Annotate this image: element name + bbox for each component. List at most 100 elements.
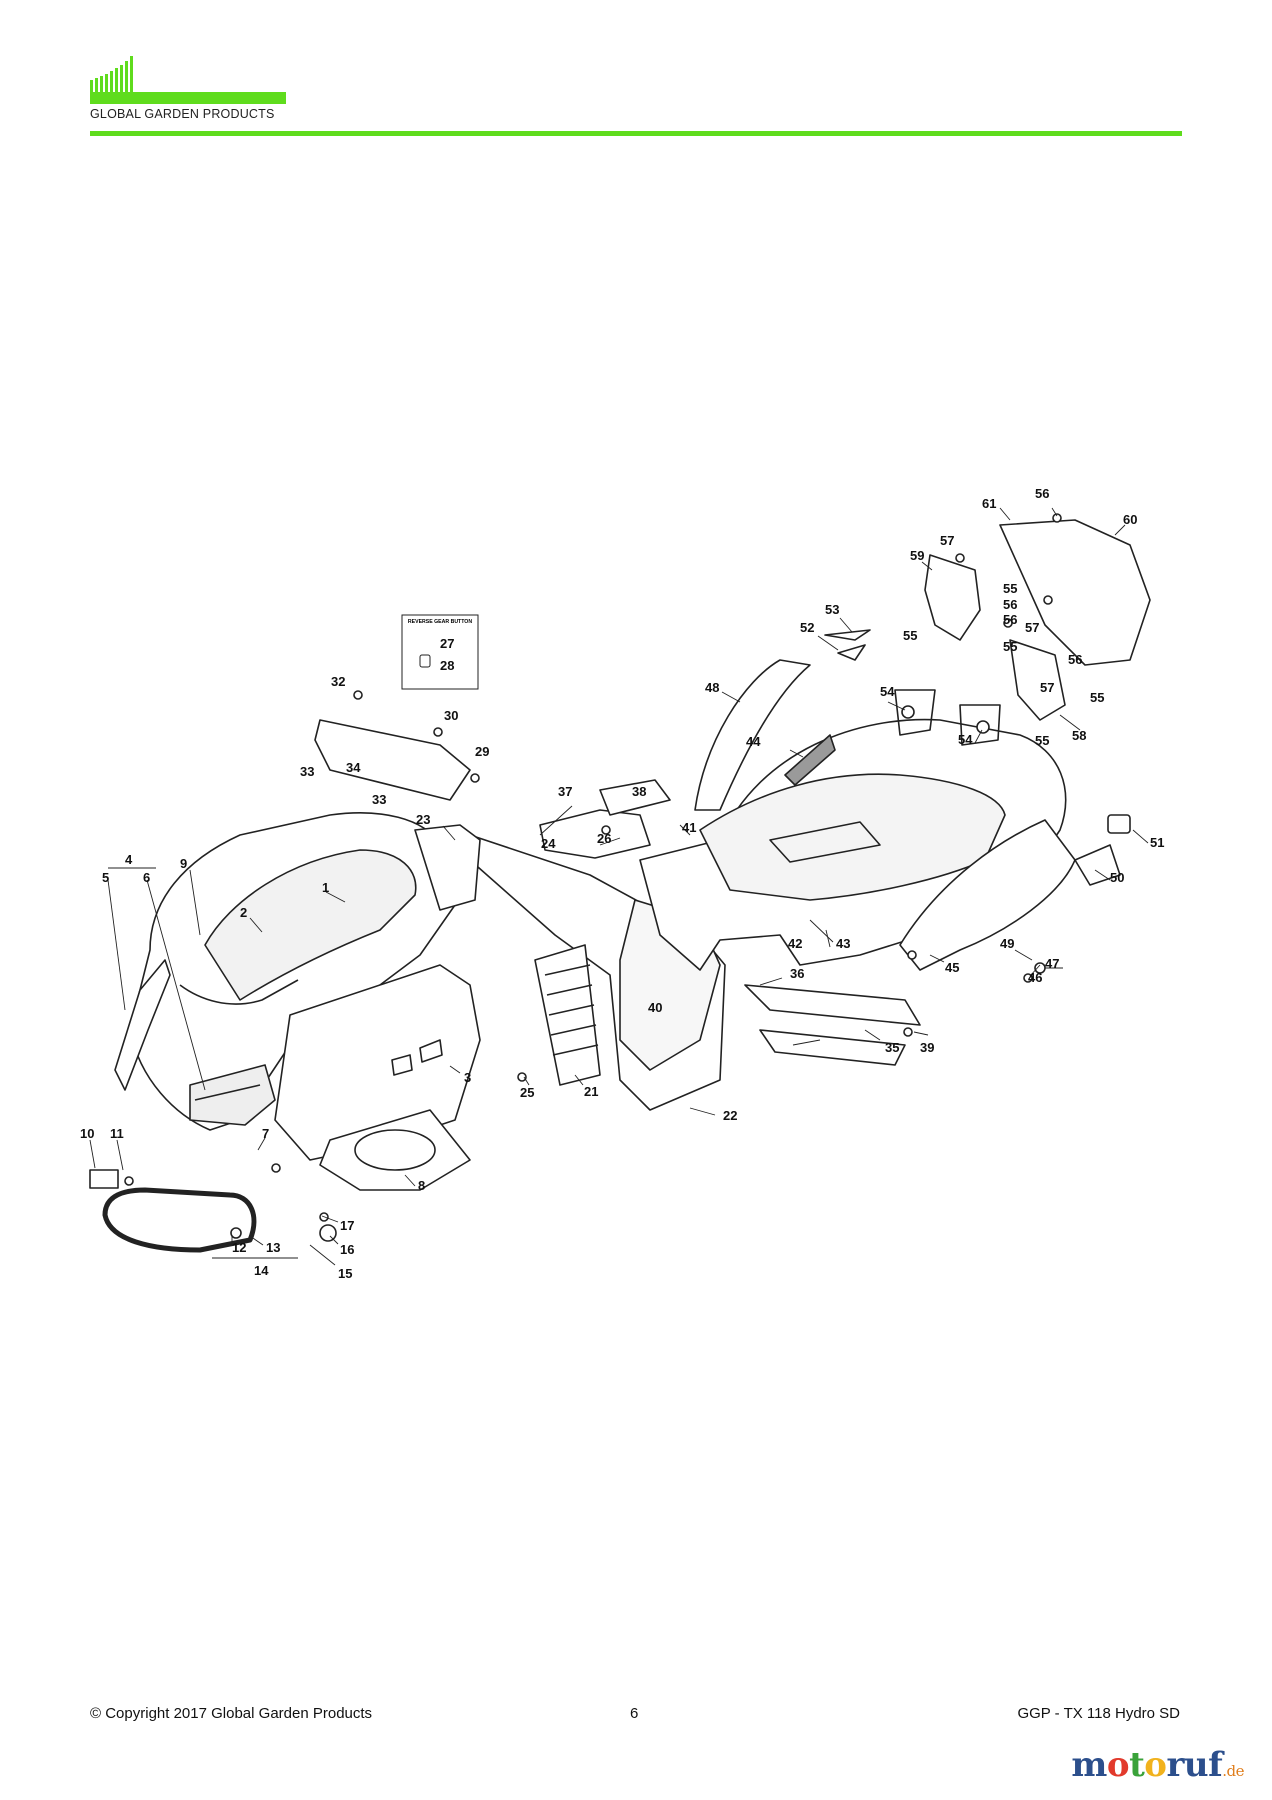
callout-51: 51 xyxy=(1150,835,1164,850)
callout-30: 30 xyxy=(444,708,458,723)
callout-39: 39 xyxy=(920,1040,934,1055)
callout-56c: 56 xyxy=(1068,652,1082,667)
callout-47: 47 xyxy=(1045,956,1059,971)
callout-57b: 57 xyxy=(1025,620,1039,635)
callout-28: 28 xyxy=(440,658,454,673)
callout-22: 22 xyxy=(723,1108,737,1123)
callout-60: 60 xyxy=(1123,512,1137,527)
rail-part xyxy=(539,809,651,859)
callout-55a: 55 xyxy=(903,628,917,643)
header-rule xyxy=(90,131,1182,136)
callout-56d: 56 xyxy=(1003,612,1017,627)
callout-44: 44 xyxy=(746,734,761,749)
callout-58: 58 xyxy=(1072,728,1086,743)
mat-part xyxy=(599,779,671,816)
callout-55e: 55 xyxy=(1003,639,1017,654)
callout-55c: 55 xyxy=(1090,690,1104,705)
callout-43: 43 xyxy=(836,936,850,951)
callout-54b: 54 xyxy=(958,732,973,747)
callout-6: 6 xyxy=(143,870,150,885)
callout-57c: 57 xyxy=(1040,680,1054,695)
callout-53: 53 xyxy=(825,602,839,617)
callout-8: 8 xyxy=(418,1178,425,1193)
ggp-logo xyxy=(90,56,286,104)
hood-top-panel xyxy=(204,849,417,1001)
reverse-gear-inset: REVERSE GEAR BUTTON xyxy=(401,614,479,690)
callout-17: 17 xyxy=(340,1218,354,1233)
callout-29: 29 xyxy=(475,744,489,759)
callout-11: 11 xyxy=(110,1126,124,1141)
inset-caption: REVERSE GEAR BUTTON xyxy=(408,619,472,625)
callout-10: 10 xyxy=(80,1126,94,1141)
cover-part xyxy=(999,519,1151,666)
bumper-bracket xyxy=(89,1169,119,1189)
callout-38: 38 xyxy=(632,784,646,799)
callout-46: 46 xyxy=(1028,970,1042,985)
callout-13: 13 xyxy=(266,1240,280,1255)
callout-5: 5 xyxy=(102,870,109,885)
seat-pan xyxy=(699,773,1006,901)
callout-37: 37 xyxy=(558,784,572,799)
rear-side-fender-part xyxy=(899,819,1076,971)
callout-12: 12 xyxy=(232,1240,246,1255)
callout-36: 36 xyxy=(790,966,804,981)
tail-lamp-part xyxy=(1074,844,1121,886)
fender-arch-part xyxy=(694,659,811,811)
watermark-logo: motoruf.de xyxy=(1071,1745,1244,1785)
step-plate-part xyxy=(744,984,921,1026)
callout-55b: 55 xyxy=(1003,581,1017,596)
callout-40: 40 xyxy=(648,1000,662,1015)
callout-1: 1 xyxy=(322,880,329,895)
headlight-part xyxy=(189,1064,276,1126)
callout-4: 4 xyxy=(125,852,133,867)
brand-name: GLOBAL GARDEN PRODUCTS xyxy=(90,107,275,121)
callout-16: 16 xyxy=(340,1242,354,1257)
footer-copyright: © Copyright 2017 Global Garden Products xyxy=(90,1705,373,1722)
callout-24: 24 xyxy=(541,836,556,851)
callout-49: 49 xyxy=(1000,936,1014,951)
callout-27: 27 xyxy=(440,636,454,651)
callout-2: 2 xyxy=(240,905,247,920)
callout-32: 32 xyxy=(331,674,345,689)
callout-45: 45 xyxy=(945,960,959,975)
top-panel-part xyxy=(314,719,471,801)
callout-56b: 56 xyxy=(1003,597,1017,612)
bracket-part xyxy=(414,824,481,911)
callout-50: 50 xyxy=(1110,870,1124,885)
bracket-assembly-part xyxy=(924,554,981,641)
footer-model: GGP - TX 118 Hydro SD xyxy=(1017,1705,1180,1722)
callout-23: 23 xyxy=(416,812,430,827)
callout-54a: 54 xyxy=(880,684,895,699)
footer-page-number: 6 xyxy=(630,1705,639,1722)
lower-shroud-part xyxy=(319,1109,471,1191)
callout-33b: 33 xyxy=(372,792,386,807)
callout-42: 42 xyxy=(788,936,802,951)
callout-21: 21 xyxy=(584,1084,598,1099)
callout-labels: 1 2 3 4 5 6 7 8 9 10 11 12 13 14 15 16 1… xyxy=(80,486,1164,1281)
bracket-assembly-part-2 xyxy=(1009,639,1066,721)
callout-55d: 55 xyxy=(1035,733,1049,748)
callout-25: 25 xyxy=(520,1085,534,1100)
callout-33a: 33 xyxy=(300,764,314,779)
bracket-plate-part xyxy=(894,689,1001,746)
callout-61: 61 xyxy=(982,496,996,511)
handle-part xyxy=(784,734,836,786)
callout-26: 26 xyxy=(597,831,611,846)
callout-3: 3 xyxy=(464,1070,471,1085)
callout-41: 41 xyxy=(682,820,696,835)
callout-52: 52 xyxy=(800,620,814,635)
callout-15: 15 xyxy=(338,1266,352,1281)
callout-35: 35 xyxy=(885,1040,899,1055)
callout-57a: 57 xyxy=(940,533,954,548)
arrow-part xyxy=(824,629,871,641)
callout-9: 9 xyxy=(180,856,187,871)
callout-56a: 56 xyxy=(1035,486,1049,501)
step-mat-part xyxy=(759,1029,906,1066)
callout-48: 48 xyxy=(705,680,719,695)
side-rail-part xyxy=(114,959,171,1091)
callout-14: 14 xyxy=(254,1263,269,1278)
dash-side-part xyxy=(534,944,601,1086)
callout-34: 34 xyxy=(346,760,361,775)
callout-59: 59 xyxy=(910,548,924,563)
